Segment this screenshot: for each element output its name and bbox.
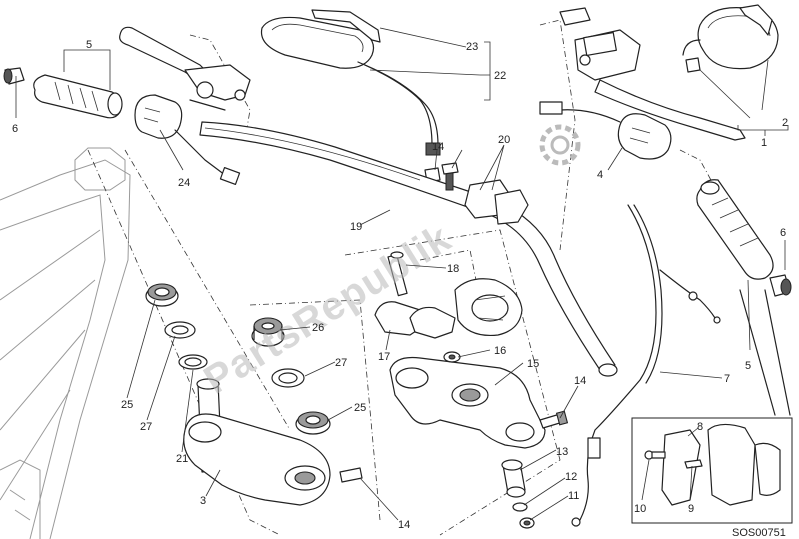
callout-27-right: 27 [335, 357, 347, 369]
callout-25-right: 25 [354, 402, 366, 414]
callout-9: 9 [688, 503, 694, 515]
callout-14-bottom: 14 [398, 519, 410, 531]
callout-1: 1 [761, 137, 767, 149]
callout-20: 20 [498, 134, 510, 146]
lower-triple-clamp [183, 378, 363, 506]
callout-8: 8 [697, 421, 703, 433]
callout-19: 19 [350, 221, 362, 233]
callout-17: 17 [378, 351, 390, 363]
callout-18: 18 [447, 263, 459, 275]
callout-4: 4 [597, 169, 603, 181]
seal-21 [178, 354, 208, 370]
callout-14-top: 14 [432, 141, 444, 153]
callout-5-right: 5 [745, 360, 751, 372]
top-triple-clamp [389, 356, 546, 449]
callout-27-left: 27 [140, 421, 152, 433]
callout-6-left: 6 [12, 123, 18, 135]
right-end-plug [769, 274, 792, 297]
callout-6-right: 6 [780, 227, 786, 239]
left-end-plug [3, 67, 25, 85]
nut-11 [519, 517, 535, 529]
washer-12 [512, 502, 528, 512]
document-code: SOS00751 [732, 527, 786, 539]
left-grip [33, 74, 123, 119]
callout-10: 10 [634, 503, 646, 515]
throttle-cable [571, 204, 721, 527]
callout-5-left: 5 [86, 39, 92, 51]
leader-lines [15, 27, 789, 521]
callout-15: 15 [527, 358, 539, 370]
handlebar-risers [374, 251, 456, 339]
callout-7: 7 [724, 373, 730, 385]
callout-21: 21 [176, 453, 188, 465]
race-27-upper [164, 321, 196, 339]
callout-13: 13 [556, 446, 568, 458]
washer-16 [443, 351, 461, 363]
callout-12: 12 [565, 471, 577, 483]
callout-26: 26 [312, 322, 324, 334]
race-27-lower [271, 368, 305, 388]
right-switch-cluster [539, 101, 672, 160]
steering-nut-26 [251, 317, 285, 347]
handlebar [199, 121, 618, 377]
callout-24: 24 [178, 177, 190, 189]
bearing-25-lower [295, 411, 331, 435]
watermark-gear-icon [539, 124, 581, 166]
callout-23: 23 [466, 41, 478, 53]
bushing-13 [501, 459, 526, 498]
bolt-14-mid [539, 410, 569, 429]
callout-11: 11 [568, 490, 579, 502]
callouts: 5 6 24 23 22 14 20 19 18 17 16 15 26 27 … [12, 39, 788, 531]
callout-22: 22 [494, 70, 506, 82]
right-mirror [682, 4, 779, 73]
ignition-bracket [454, 278, 523, 337]
handlebar-clamps [441, 162, 529, 225]
callout-14-mid: 14 [574, 375, 586, 387]
callout-3: 3 [200, 495, 206, 507]
brake-master-cylinder [559, 7, 746, 141]
callout-25-left: 25 [121, 399, 133, 411]
left-switch-cluster [134, 94, 241, 185]
callout-16: 16 [494, 345, 506, 357]
clutch-lever [119, 26, 251, 111]
callout-2: 2 [782, 117, 788, 129]
right-grip [696, 179, 774, 280]
bearing-25-upper [145, 283, 179, 307]
frame-outline [0, 147, 131, 539]
